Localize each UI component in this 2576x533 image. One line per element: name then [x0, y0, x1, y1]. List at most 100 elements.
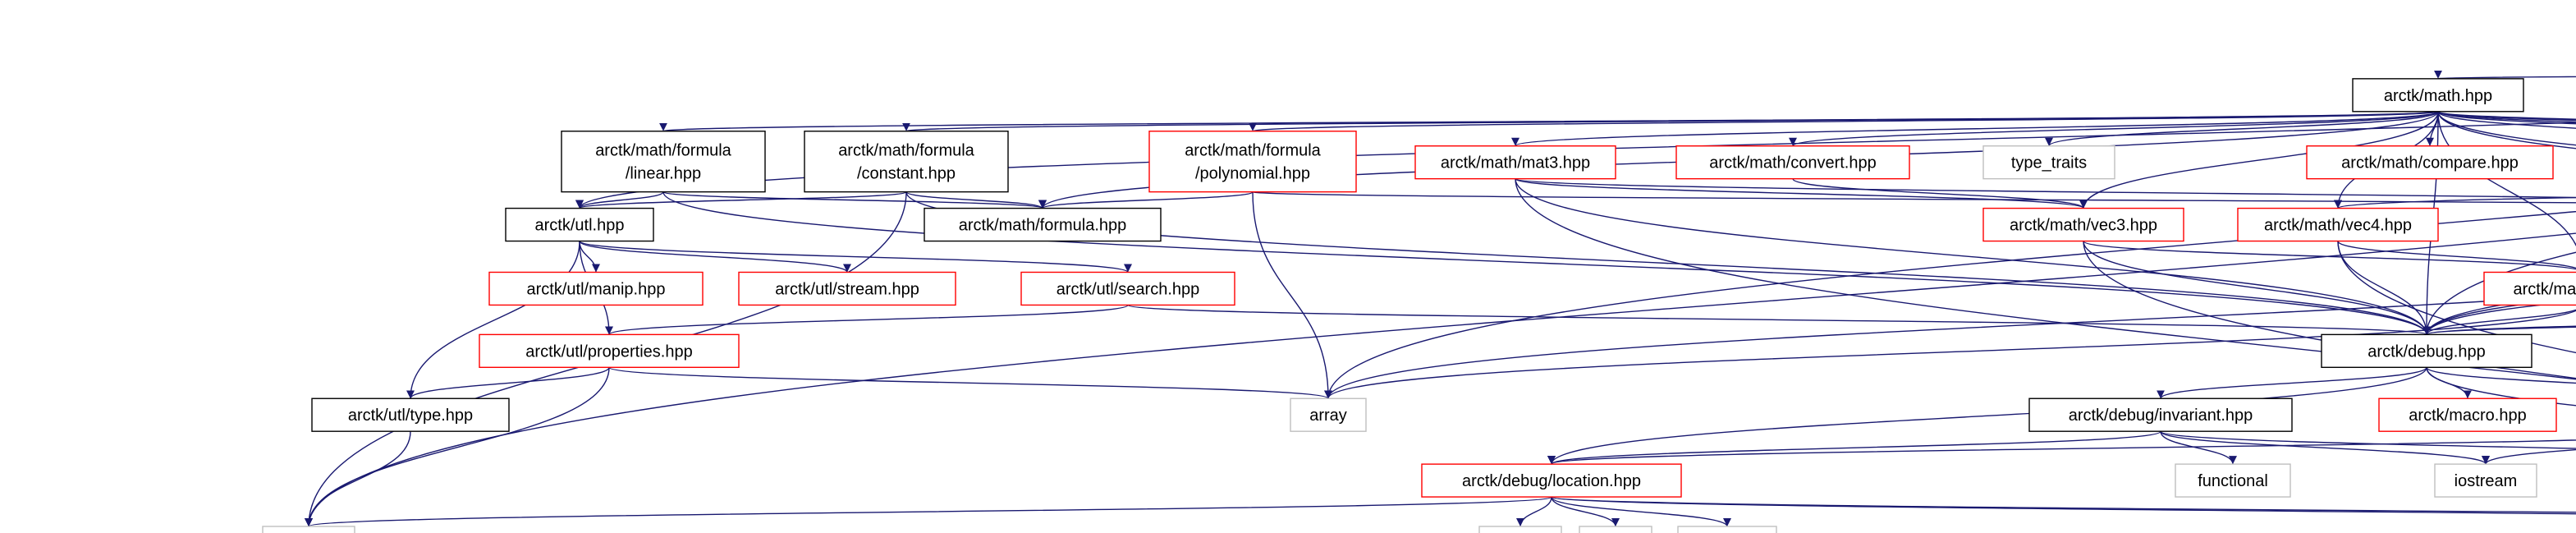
- node-manip[interactable]: arctk/utl/manip.hpp: [488, 271, 704, 306]
- node-layer: include/arctk/data/cube3.hpparctk/math.h…: [262, 78, 2576, 533]
- edge-math-to-vec3: [2079, 111, 2439, 209]
- node-dlfcn: dlfcn.h: [1478, 526, 1562, 533]
- edge-utl-to-search: [579, 240, 1132, 273]
- node-compare[interactable]: arctk/math/compare.hpp: [2306, 145, 2554, 180]
- edge-math-to-mat: [2437, 111, 2576, 149]
- edge-contract-to-location: [1547, 439, 2576, 465]
- edge-invariant-to-iostream: [2160, 430, 2490, 465]
- edge-math-to-vec2: [2437, 111, 2576, 146]
- edge-search-to-properties: [605, 304, 1129, 336]
- node-search[interactable]: arctk/utl/search.hpp: [1020, 271, 1235, 306]
- edge-polynomial-to-mat: [1252, 191, 2576, 204]
- edge-invariant-to-exit: [2160, 430, 2576, 449]
- node-functional-box: [2175, 463, 2291, 498]
- edge-debug-to-invariant: [2157, 366, 2427, 399]
- node-invariant[interactable]: arctk/debug/invariant.hpp: [2028, 397, 2293, 432]
- edge-vec3-to-debug: [2083, 241, 2431, 335]
- node-location[interactable]: arctk/debug/location.hpp: [1421, 463, 1682, 498]
- edge-vec3-to-vec: [2083, 240, 2576, 270]
- node-vec[interactable]: arctk/math/vec.hpp: [2483, 271, 2576, 306]
- edge-math-to-geom: [2437, 111, 2576, 120]
- node-mat3[interactable]: arctk/math/mat3.hpp: [1414, 145, 1616, 180]
- node-utl[interactable]: arctk/utl.hpp: [505, 207, 654, 242]
- node-math[interactable]: arctk/math.hpp: [2352, 78, 2524, 113]
- edge-root-to-debug: [2422, 251, 2576, 335]
- node-constant-box: [804, 131, 1009, 193]
- node-location-label: arctk/debug/location.hpp: [1462, 472, 1641, 490]
- edge-invariant-to-functional: [2160, 431, 2237, 465]
- edge-properties-to-vector: [305, 367, 610, 527]
- edge-polynomial-to-array: [1252, 191, 1332, 399]
- edge-linear-to-formula: [662, 191, 1047, 209]
- node-formula[interactable]: arctk/math/formula.hpp: [924, 207, 1162, 242]
- edge-location-to-cstdlib: [1551, 496, 2576, 513]
- node-convert-box: [1675, 145, 1910, 180]
- edge-dim-to-debug: [2422, 325, 2576, 336]
- node-search-label: arctk/utl/search.hpp: [1057, 280, 1200, 298]
- edge-location-to-cxxabi: [1551, 496, 1731, 527]
- node-polynomial-label: /polynomial.hpp: [1195, 165, 1310, 183]
- edge-math-to-pow: [2437, 111, 2576, 125]
- edge-math-to-mat4: [2437, 111, 2576, 123]
- node-debug-label: arctk/debug.hpp: [2367, 342, 2485, 361]
- node-constant-label: /constant.hpp: [857, 165, 956, 183]
- node-compare-label: arctk/math/compare.hpp: [2341, 154, 2519, 172]
- edge-constant-to-utl: [575, 191, 907, 209]
- node-debug[interactable]: arctk/debug.hpp: [2321, 333, 2532, 369]
- node-vec4[interactable]: arctk/math/vec4.hpp: [2237, 207, 2439, 242]
- edge-math-to-vec: [2437, 111, 2576, 247]
- node-properties[interactable]: arctk/utl/properties.hpp: [479, 333, 740, 369]
- node-vector: vector: [262, 526, 355, 533]
- node-search-box: [1020, 271, 1235, 306]
- node-convert-label: arctk/math/convert.hpp: [1709, 154, 1876, 172]
- node-stream[interactable]: arctk/utl/stream.hpp: [738, 271, 956, 306]
- node-utl-box: [505, 207, 654, 242]
- node-stream-box: [738, 271, 956, 306]
- edge-location-to-vector: [305, 496, 1552, 527]
- edge-math-to-mat2: [2437, 111, 2576, 122]
- node-linear-box: [561, 131, 766, 193]
- node-linear[interactable]: arctk/math/formula/linear.hpp: [561, 131, 766, 193]
- edge-location-to-dlfcn: [1516, 496, 1552, 527]
- edge-math-to-polynomial: [1249, 111, 2439, 132]
- node-iostream-label: iostream: [2455, 472, 2518, 490]
- edge-vec4-to-debug: [2337, 241, 2431, 335]
- node-vec3[interactable]: arctk/math/vec3.hpp: [1982, 207, 2184, 242]
- edge-debug-to-contract: [2426, 366, 2576, 384]
- edge-search-to-debug: [1127, 304, 2431, 336]
- node-compare-box: [2306, 145, 2554, 180]
- node-functional-label: functional: [2198, 472, 2268, 490]
- node-type_traits: type_traits: [1982, 145, 2115, 180]
- edge-debug-to-exit: [2426, 367, 2576, 407]
- node-macro[interactable]: arctk/macro.hpp: [2378, 397, 2557, 432]
- node-vec-label: arctk/math/vec.hpp: [2514, 280, 2576, 298]
- node-polynomial[interactable]: arctk/math/formula/polynomial.hpp: [1148, 131, 1357, 193]
- node-mat3-box: [1414, 145, 1616, 180]
- edge-vec-to-array: [1324, 310, 2576, 399]
- edge-polynomial-to-formula: [1038, 191, 1254, 209]
- edge-utl-to-stream: [579, 240, 851, 273]
- node-cxxabi-box: [1677, 526, 1777, 533]
- edge-mat-to-array: [1324, 295, 2576, 399]
- edge-root-to-math: [2436, 69, 2576, 80]
- edge-layer: [305, 69, 2576, 527]
- node-polynomial-box: [1148, 131, 1357, 193]
- node-cstdio-box: [1579, 526, 1652, 533]
- node-array: array: [1290, 397, 1367, 432]
- node-type[interactable]: arctk/utl/type.hpp: [311, 397, 510, 432]
- edge-mat4-to-vec4: [2334, 196, 2576, 209]
- node-constant[interactable]: arctk/math/formula/constant.hpp: [804, 131, 1009, 193]
- node-math-box: [2352, 78, 2524, 113]
- node-vec4-box: [2237, 207, 2439, 242]
- edge-math-to-convert: [1789, 111, 2439, 147]
- node-debug-box: [2321, 333, 2532, 369]
- edge-type-to-vector: [305, 431, 411, 527]
- node-linear-label: /linear.hpp: [626, 165, 701, 183]
- edge-location-to-string: [1551, 496, 2576, 515]
- edge-mat-to-debug: [2422, 297, 2576, 335]
- node-convert[interactable]: arctk/math/convert.hpp: [1675, 145, 1910, 180]
- node-iostream: iostream: [2434, 463, 2537, 498]
- node-type-box: [311, 397, 510, 432]
- edge-contract-to-iostream: [2482, 448, 2576, 465]
- node-vec-box: [2483, 271, 2576, 306]
